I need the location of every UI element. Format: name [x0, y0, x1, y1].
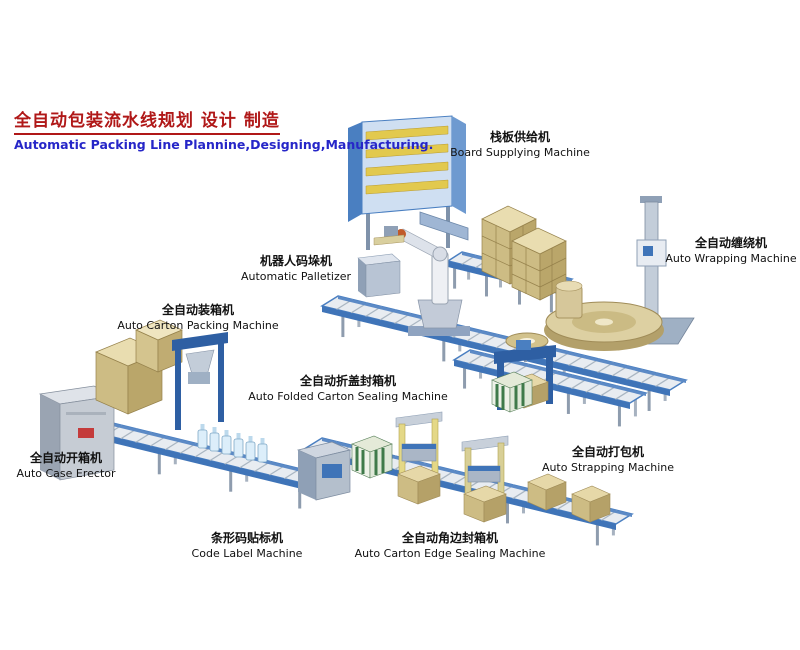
- label-zh: 全自动缠绕机: [694, 236, 768, 250]
- label-zh: 栈板供给机: [489, 130, 550, 144]
- label-zh: 机器人码垛机: [259, 254, 333, 268]
- pallet-stacks-graphic: [481, 205, 567, 301]
- label-en: Auto Case Erector: [16, 466, 116, 480]
- label-code-label-machine: 条形码贴标机 Code Label Machine: [192, 531, 303, 561]
- label-en: Board Supplying Machine: [450, 145, 590, 159]
- label-auto-carton-packing-machine: 全自动装箱机 Auto Carton Packing Machine: [117, 303, 278, 333]
- label-auto-wrapping-machine: 全自动缠绕机 Auto Wrapping Machine: [665, 236, 796, 266]
- label-zh: 全自动装箱机: [161, 303, 234, 317]
- robot-palletizer-graphic: [357, 226, 470, 336]
- label-zh: 全自动打包机: [571, 445, 644, 459]
- label-en: Auto Strapping Machine: [541, 460, 675, 474]
- label-en: Automatic Palletizer: [240, 269, 352, 283]
- bottles-row-graphic: [197, 424, 268, 463]
- label-en: Auto Carton Edge Sealing Machine: [354, 546, 546, 560]
- label-en: Auto Folded Carton Sealing Machine: [248, 389, 448, 403]
- label-en: Auto Carton Packing Machine: [117, 318, 279, 332]
- label-auto-case-erector: 全自动开箱机 Auto Case Erector: [16, 451, 115, 481]
- auto-folded-carton-sealing-machine-graphic: [395, 411, 443, 505]
- cartons-on-conveyor-graphic: [527, 473, 611, 523]
- auto-carton-edge-sealing-machine-graphic: [461, 435, 509, 523]
- code-label-machine-graphic: [296, 441, 352, 501]
- label-zh: 全自动折盖封箱机: [299, 374, 397, 388]
- auto-wrapping-machine-graphic: [544, 196, 695, 351]
- bottle-crate-graphic: [351, 435, 393, 479]
- title-english: Automatic Packing Line Plannine,Designin…: [14, 137, 434, 152]
- board-supplying-machine-graphic: [348, 115, 469, 250]
- label-zh: 全自动开箱机: [29, 451, 103, 465]
- auto-case-erector-graphic: [38, 385, 116, 481]
- bottle-crate-graphic-2: [491, 371, 533, 413]
- label-automatic-palletizer: 机器人码垛机 Automatic Palletizer: [241, 254, 351, 284]
- label-auto-folded-carton-sealing-machine: 全自动折盖封箱机 Auto Folded Carton Sealing Mach…: [248, 374, 448, 404]
- label-auto-strapping-machine: 全自动打包机 Auto Strapping Machine: [542, 445, 674, 475]
- label-en: Code Label Machine: [191, 546, 303, 560]
- auto-carton-packing-machine-graphic: [95, 319, 228, 430]
- label-zh: 全自动角边封箱机: [401, 531, 498, 545]
- label-auto-carton-edge-sealing-machine: 全自动角边封箱机 Auto Carton Edge Sealing Machin…: [355, 531, 546, 561]
- label-board-supplying-machine: 栈板供给机 Board Supplying Machine: [450, 130, 590, 160]
- label-en: Auto Wrapping Machine: [665, 251, 797, 265]
- title-chinese: 全自动包装流水线规划 设计 制造: [14, 106, 280, 135]
- label-zh: 条形码贴标机: [210, 531, 284, 545]
- page-title: 全自动包装流水线规划 设计 制造 Automatic Packing Line …: [14, 106, 433, 152]
